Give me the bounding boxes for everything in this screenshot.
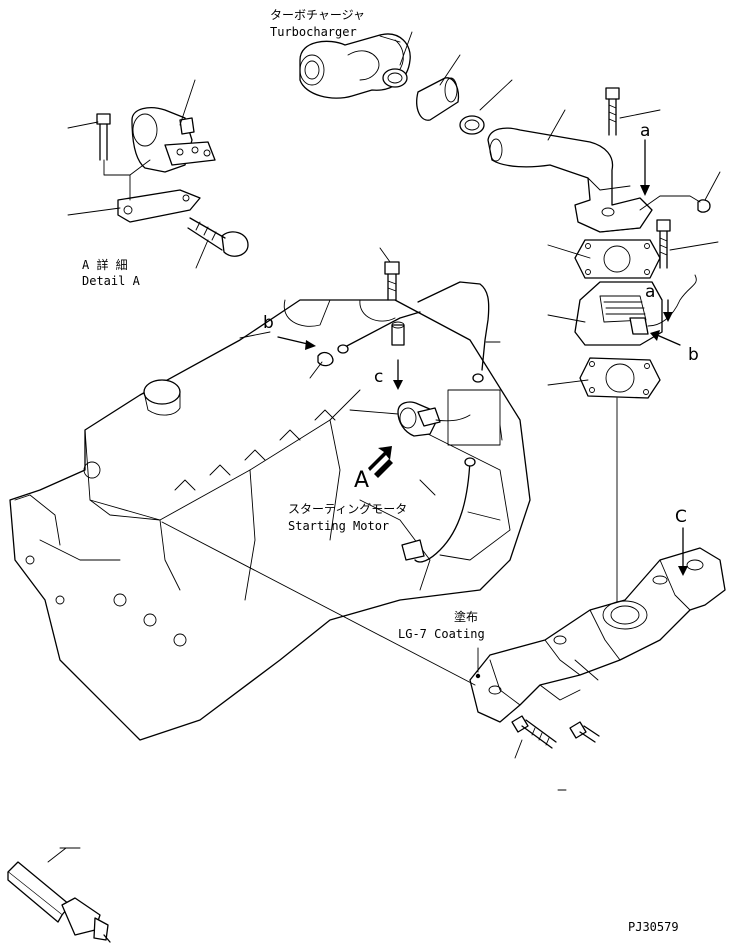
arrow-b-right-head xyxy=(650,330,660,341)
turbocharger-label-jp: ターボチャージャ xyxy=(270,8,366,22)
leader-plug xyxy=(639,195,701,211)
air-connector-pipe xyxy=(487,127,653,233)
gasket-lower xyxy=(579,357,661,399)
wire-terminal-3 xyxy=(464,457,476,467)
intake-manifold xyxy=(469,547,726,723)
letter-a-mid: a xyxy=(645,282,656,302)
turbo-hose xyxy=(416,77,460,121)
turbo-clamp-1 xyxy=(382,68,408,88)
wire-terminal-2 xyxy=(472,373,484,383)
arrow-b-right-line xyxy=(656,334,681,346)
motor-connector xyxy=(401,539,425,561)
air-heater-block xyxy=(574,274,697,346)
bolt-top-right xyxy=(605,87,620,136)
leader-lines xyxy=(47,31,721,863)
coating-dot xyxy=(475,673,481,679)
detail-a-relay xyxy=(131,107,216,173)
service-tool xyxy=(7,861,111,943)
gasket-upper xyxy=(574,239,661,279)
arrow-c-mid-head xyxy=(393,380,403,390)
manifold-bolt-2 xyxy=(569,721,600,743)
assembly-line-left xyxy=(161,521,476,686)
bolt-right-middle xyxy=(656,219,671,269)
detail-a-label-jp: A 詳 細 xyxy=(82,258,128,272)
wire-upper xyxy=(417,281,490,371)
letter-b-right: b xyxy=(688,345,699,365)
coating-label-en: LG-7 Coating xyxy=(398,627,485,641)
detail-a-label-en: Detail A xyxy=(82,274,140,288)
bolt-center xyxy=(384,261,400,301)
spacer-collar xyxy=(391,321,405,346)
detail-a-bolt-left xyxy=(96,113,131,176)
wire-terminal-1 xyxy=(337,344,349,354)
arrow-b-left-head xyxy=(305,340,316,350)
detail-a-bolt-bottom xyxy=(187,217,249,257)
arrow-a-top-head xyxy=(640,185,650,196)
terminal-frame xyxy=(447,389,501,446)
wire-lower xyxy=(414,459,471,563)
letter-b-left: b xyxy=(263,313,274,333)
small-plug-right xyxy=(697,199,711,213)
starting-motor-label-en: Starting Motor xyxy=(288,519,390,533)
turbo-clamp-2 xyxy=(459,115,485,135)
letter-a-big: A xyxy=(354,468,370,493)
starting-motor-label-jp: スターティングモータ xyxy=(288,502,408,516)
wire-ground xyxy=(342,311,421,349)
arrow-a-big xyxy=(368,446,393,478)
letter-c-mid: c xyxy=(374,367,384,387)
coating-label-jp: 塗布 xyxy=(454,610,479,624)
arrow-c-right-head xyxy=(678,566,688,576)
arrow-a-mid-head xyxy=(663,312,673,322)
manifold-bolt-1 xyxy=(511,715,557,749)
starting-motor xyxy=(397,401,471,437)
turbocharger-label-en: Turbocharger xyxy=(270,25,357,39)
turbocharger xyxy=(299,33,411,99)
engine-block xyxy=(9,299,531,741)
drawing-code: PJ30579 xyxy=(628,920,679,934)
letter-a-top: a xyxy=(640,121,651,141)
letter-c-right: C xyxy=(675,507,687,527)
